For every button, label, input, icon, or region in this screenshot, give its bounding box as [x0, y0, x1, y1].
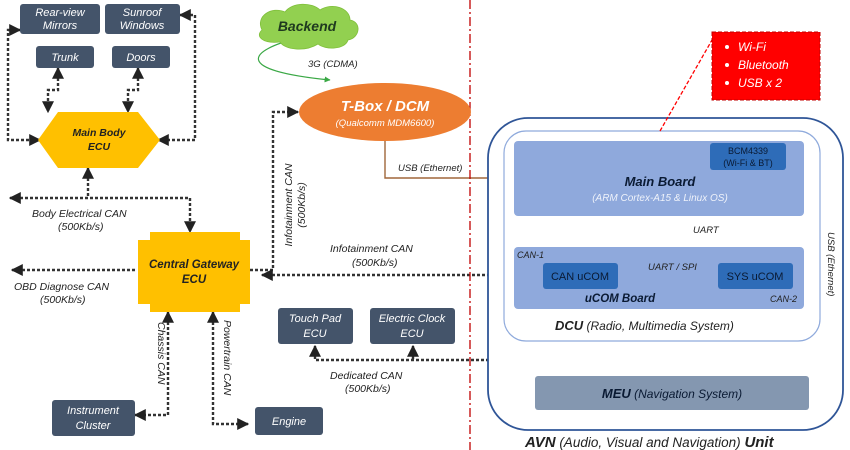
link-body-electrical-can [8, 192, 196, 234]
infotainment-can-label-1: Infotainment CAN [330, 243, 413, 255]
main-body-line2: ECU [88, 141, 111, 153]
svg-text:(500Kb/s): (500Kb/s) [296, 182, 308, 228]
link-chassis-can [133, 310, 174, 421]
instrument-cluster-box: Instrument Cluster [52, 400, 135, 436]
sys-ucom [718, 263, 793, 289]
can-ucom [543, 263, 618, 289]
rear-view-mirrors-box: Rear-view Mirrors [20, 4, 100, 34]
engine-box: Engine [255, 407, 323, 435]
obd-can-2: (500Kb/s) [40, 294, 86, 306]
gateway-line1: Central Gateway [149, 259, 240, 271]
rear-view-line2: Mirrors [43, 20, 78, 32]
avn-unit-caption: AVN (Audio, Visual and Navigation) Unit [524, 434, 775, 450]
uart-label: UART [693, 225, 720, 236]
obd-can-1: OBD Diagnose CAN [14, 281, 110, 293]
bcm-line1: BCM4339 [728, 146, 768, 156]
callout-usb: USB x 2 [738, 76, 782, 90]
meu-box [535, 376, 809, 410]
backend-label: Backend [278, 18, 337, 34]
gateway-line2: ECU [182, 274, 207, 286]
ucom-board-title: uCOM Board [585, 293, 656, 305]
usb-ethernet-label: USB (Ethernet) [398, 163, 462, 174]
clock-line2: ECU [400, 328, 423, 340]
can2-label: CAN-2 [770, 294, 797, 304]
link-doors-mainbody [122, 66, 144, 114]
link-trunk-mainbody [42, 66, 64, 114]
link-sunroof-mainbody [156, 9, 197, 146]
cdma-label: 3G (CDMA) [308, 59, 358, 70]
trunk-label: Trunk [51, 52, 79, 64]
callout-wifi: Wi-Fi [738, 40, 766, 54]
doors-box: Doors [112, 46, 170, 68]
sys-ucom-label: SYS uCOM [727, 271, 784, 283]
main-board-sub: (ARM Cortex-A15 & Linux OS) [592, 193, 728, 204]
backend-cloud: Backend [258, 3, 359, 50]
sunroof-line2: Windows [120, 20, 165, 32]
body-electrical-can-2: (500Kb/s) [58, 221, 104, 233]
ucom-board [514, 247, 804, 309]
central-gateway-ecu: Central Gateway ECU [138, 232, 250, 312]
tbox-title: T-Box / DCM [341, 98, 430, 115]
bcm4339-chip [710, 143, 786, 170]
doors-label: Doors [126, 52, 156, 64]
cluster-line1: Instrument [67, 405, 120, 417]
engine-label: Engine [272, 416, 306, 428]
main-body-ecu: Main Body ECU [38, 112, 160, 168]
dedicated-can-2: (500Kb/s) [345, 383, 391, 395]
chassis-can-label: Chassis CAN [155, 322, 167, 385]
can-ucom-label: CAN uCOM [551, 271, 609, 283]
infotainment-can-label-2: (500Kb/s) [352, 257, 398, 269]
cluster-line2: Cluster [76, 420, 112, 432]
avn-unit: Wi-Fi Bluetooth USB x 2 BCM4339 (Wi-Fi &… [487, 31, 844, 431]
svg-text:Infotainment CAN: Infotainment CAN [283, 163, 295, 246]
can1-label: CAN-1 [517, 250, 544, 260]
dcu-caption: DCU (Radio, Multimedia System) [555, 318, 734, 333]
touch-pad-ecu-box: Touch Pad ECU [278, 308, 353, 344]
bcm-line2: (Wi-Fi & BT) [723, 158, 773, 168]
trunk-box: Trunk [36, 46, 94, 68]
tbox-dcm: T-Box / DCM (Qualcomm MDM6600) [299, 83, 471, 141]
body-electrical-can-1: Body Electrical CAN [32, 208, 127, 220]
tbox-sub: (Qualcomm MDM6600) [336, 118, 435, 129]
usb-ethernet-vertical-label: USB (Ethernet) [825, 232, 836, 296]
main-body-line1: Main Body [72, 127, 126, 139]
callout-bluetooth: Bluetooth [738, 58, 789, 72]
wireless-callout [711, 31, 821, 101]
link-mirrors-mainbody [6, 24, 42, 146]
touchpad-line2: ECU [303, 328, 326, 340]
electric-clock-ecu-box: Electric Clock ECU [370, 308, 455, 344]
clock-line1: Electric Clock [379, 313, 446, 325]
rear-view-line1: Rear-view [35, 7, 85, 19]
sunroof-windows-box: Sunroof Windows [105, 4, 180, 34]
powertrain-can-label: Powertrain CAN [221, 320, 233, 396]
meu-caption: MEU (Navigation System) [602, 386, 742, 401]
uart-spi-label: UART / SPI [648, 262, 697, 273]
dedicated-can-1: Dedicated CAN [330, 370, 403, 382]
link-powertrain-can [207, 310, 250, 430]
main-board-title: Main Board [625, 174, 697, 189]
touchpad-line1: Touch Pad [289, 313, 342, 325]
sunroof-line1: Sunroof [123, 7, 162, 19]
infotainment-can-vertical-label: Infotainment CAN (500Kb/s) [283, 163, 308, 246]
